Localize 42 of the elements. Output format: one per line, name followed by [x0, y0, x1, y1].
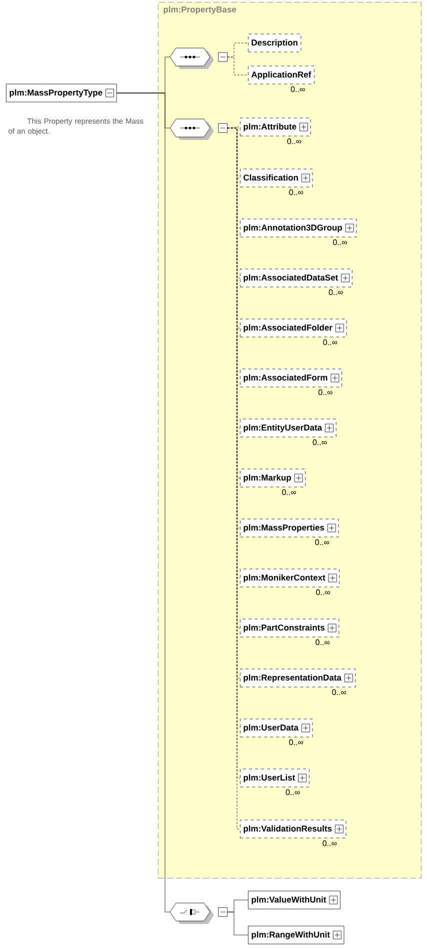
- element-box: plm:PartConstraints: [240, 618, 340, 638]
- element-box: plm:RangeWithUnit: [248, 926, 344, 944]
- element-box: plm:ValidationResults: [240, 820, 346, 838]
- multiplicity: 0..∞: [328, 289, 343, 296]
- multiplicity: 0..∞: [332, 689, 346, 696]
- compositor-symbol: [170, 118, 228, 140]
- element-box: plm:AssociatedFolder: [240, 318, 347, 338]
- multiplicity: 0..∞: [316, 639, 330, 646]
- element-box: plm:RepresentationData: [240, 668, 356, 688]
- element-box: plm:AssociatedForm: [240, 368, 342, 388]
- element-box: plm:MassProperties: [240, 518, 339, 538]
- multiplicity: 0..∞: [289, 739, 304, 746]
- element-box: plm:AssociatedDataSet: [240, 268, 352, 288]
- multiplicity: 0..∞: [290, 86, 305, 92]
- element-box: plm:ValueWithUnit: [248, 890, 340, 910]
- multiplicity: 0..∞: [323, 339, 338, 346]
- connector-line: [116, 92, 170, 912]
- element-box: Description: [248, 34, 302, 52]
- element-box: plm:EntityUserData: [240, 418, 336, 438]
- element-box: plm:Annotation3DGroup: [240, 218, 357, 238]
- compositor-symbol: [170, 902, 228, 924]
- compositor-symbol: [170, 48, 228, 69]
- multiplicity: 0..∞: [318, 389, 332, 396]
- element-box: ApplicationRef: [248, 66, 314, 84]
- element-box: plm:UserData: [240, 718, 313, 738]
- multiplicity: 0..∞: [333, 239, 347, 246]
- multiplicity: 0..∞: [315, 539, 330, 546]
- element-box: Classification: [240, 168, 313, 188]
- multiplicity: 0..∞: [316, 589, 330, 596]
- element-box: plm:UserList: [240, 768, 310, 788]
- multiplicity: 0..∞: [287, 138, 302, 144]
- type-box: plm:MassPropertyType: [6, 84, 117, 102]
- connector-line: [227, 56, 248, 76]
- multiplicity: 0..∞: [289, 189, 304, 196]
- connector-line: [227, 912, 248, 936]
- multiplicity: 0..∞: [322, 840, 337, 846]
- element-box: plm:Attribute: [240, 118, 311, 136]
- multiplicity: 0..∞: [286, 789, 300, 796]
- element-box: plm:MonikerContext: [240, 568, 340, 588]
- multiplicity: 0..∞: [282, 489, 296, 496]
- element-box: plm:Markup: [240, 468, 306, 488]
- multiplicity: 0..∞: [312, 439, 327, 446]
